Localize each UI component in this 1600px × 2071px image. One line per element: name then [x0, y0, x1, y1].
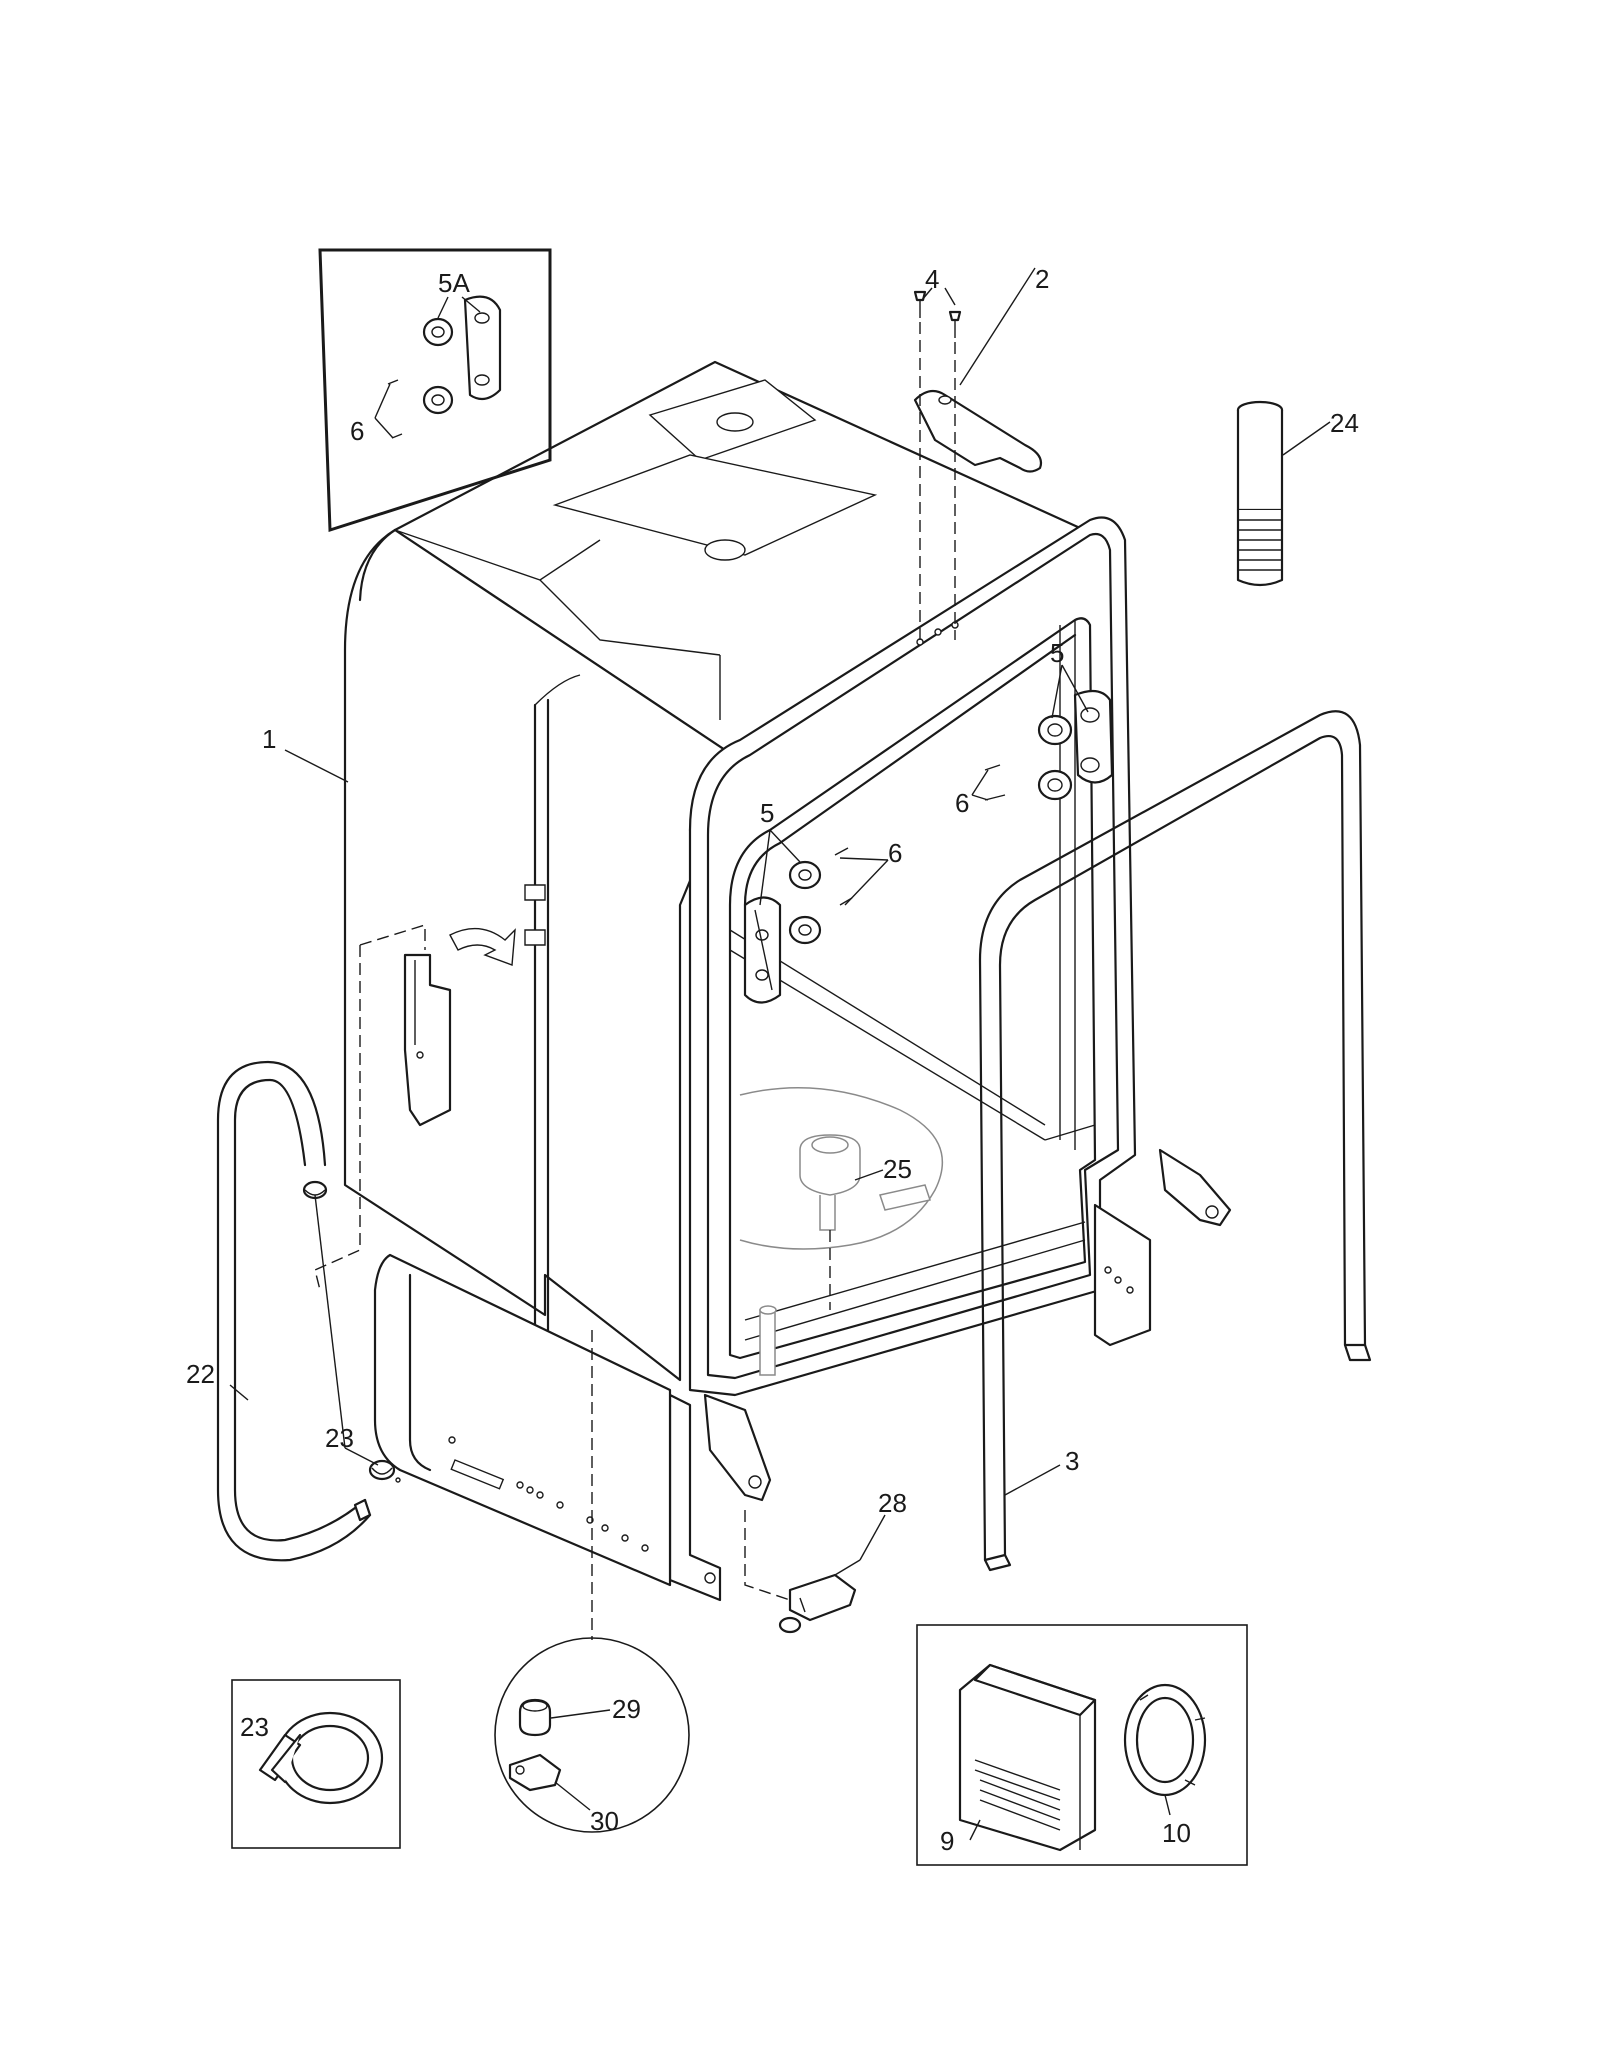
- callout-labels: 1 2 3 4 5 5 5A 6 6 6 9 10 22 23 23 24 25…: [186, 264, 1359, 1856]
- callout-9: 9: [940, 1826, 954, 1856]
- rack-roller-assembly-upper: [984, 689, 1114, 801]
- callout-28: 28: [878, 1488, 907, 1518]
- screws: [913, 290, 962, 640]
- callout-4: 4: [925, 264, 939, 294]
- callout-6-upper: 6: [955, 788, 969, 818]
- callout-10: 10: [1162, 1818, 1191, 1848]
- callout-6-inset: 6: [350, 416, 364, 446]
- callout-2: 2: [1035, 264, 1049, 294]
- inset-controller: [916, 1624, 1248, 1866]
- callout-23-main: 23: [325, 1423, 354, 1453]
- inset-hose-clamp: [231, 1679, 401, 1849]
- mounting-bracket: [913, 389, 1043, 473]
- callout-29: 29: [612, 1694, 641, 1724]
- door-gasket: [978, 710, 1372, 1572]
- hose-clamp-small: [368, 1459, 401, 1483]
- door-switch: [778, 1559, 861, 1634]
- callout-25: 25: [883, 1154, 912, 1184]
- callout-5A: 5A: [438, 268, 470, 298]
- callout-30: 30: [590, 1806, 619, 1836]
- callout-22: 22: [186, 1359, 215, 1389]
- callout-5-lower: 5: [760, 798, 774, 828]
- callout-5-upper: 5: [1050, 638, 1064, 668]
- callout-23-inset: 23: [240, 1712, 269, 1742]
- inset-circle-29-30: [494, 1637, 690, 1833]
- leader-lines: [229, 267, 1331, 1841]
- inset-roller-5A: [318, 248, 552, 533]
- leveling-leg: [1236, 400, 1284, 587]
- callout-24: 24: [1330, 408, 1359, 438]
- tub-body: [314, 360, 1082, 1640]
- callout-6-lower: 6: [888, 838, 902, 868]
- rack-roller-assembly-lower: [743, 847, 853, 1004]
- drain-hose: [216, 1060, 372, 1562]
- spray-arm-support: [739, 1087, 944, 1376]
- callout-3: 3: [1065, 1446, 1079, 1476]
- callout-1: 1: [262, 724, 276, 754]
